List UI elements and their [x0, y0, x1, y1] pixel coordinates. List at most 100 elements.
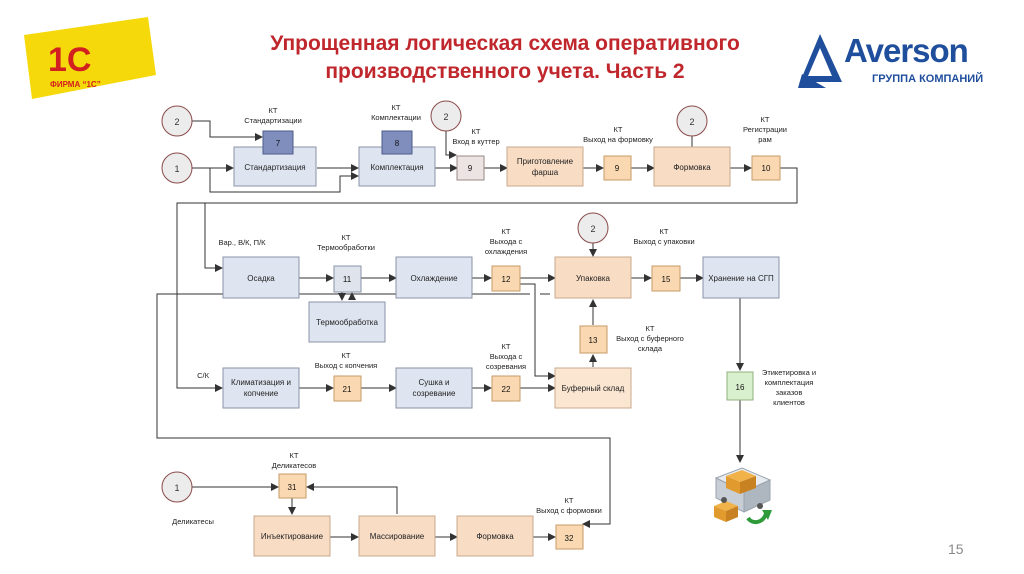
circle-label: 2 [590, 224, 595, 234]
circle-label: 2 [689, 117, 694, 127]
circle-label: 1 [174, 483, 179, 493]
checkpoint-number: 7 [276, 139, 281, 148]
connector [445, 131, 457, 159]
logo-averson: Averson ГРУППА КОМПАНИЙ [796, 32, 1006, 92]
checkpoint-number: 21 [343, 385, 352, 394]
title-line-1: Упрощенная логическая схема оперативного [270, 32, 740, 55]
label-kt: КТ [614, 125, 623, 134]
label-kt: КТ [342, 351, 351, 360]
delivery-truck-icon [714, 467, 772, 525]
process-label: Сушка и [418, 378, 449, 387]
checkpoint-10: 10 [751, 155, 781, 181]
label-kt-16: комплектация [765, 378, 814, 387]
label-kt-15: Выход с упаковки [633, 237, 694, 246]
connector [520, 283, 556, 380]
checkpoint-number: 22 [502, 385, 511, 394]
process-injection: Инъектирование [253, 515, 331, 557]
process-label: Массирование [370, 532, 425, 541]
checkpoint-9-forming: 9 [603, 155, 632, 181]
label-kt-13: Выход с буферного [616, 334, 684, 343]
label-kt: КТ [660, 227, 669, 236]
averson-subtitle: ГРУППА КОМПАНИЙ [872, 73, 984, 85]
logo-1c: 1С ФИРМА “1С” [20, 15, 160, 105]
label-branch-delicacies: Деликатесы [172, 517, 214, 526]
source-circle-2-forming: 2 [676, 105, 708, 137]
label-kt-7: Стандартизации [244, 116, 302, 125]
checkpoint-number: 10 [762, 164, 771, 173]
label-kt-10: Регистрации [743, 125, 787, 134]
checkpoint-11: 11 [333, 265, 362, 293]
label-kt-32: Выход с формовки [536, 506, 602, 515]
process-label: Инъектирование [261, 532, 324, 541]
process-label: Буферный склад [562, 384, 625, 393]
label-branch-sk: С/К [197, 371, 210, 380]
checkpoint-number: 9 [468, 164, 473, 173]
checkpoint-15: 15 [651, 265, 681, 292]
checkpoint-22: 22 [491, 375, 521, 402]
process-label: Осадка [247, 274, 275, 283]
logo-1c-badge [24, 17, 156, 99]
checkpoint-number: 12 [502, 275, 511, 284]
process-label: Приготовление [517, 157, 574, 166]
labels: КТ Стандартизации КТ Комплектации КТ Вхо… [172, 103, 816, 526]
process-forming-top: Формовка [653, 146, 731, 187]
label-kt-8: Комплектации [371, 113, 421, 122]
checkpoint-9-cutter: 9 [456, 155, 485, 181]
connectors [156, 120, 798, 541]
process-forming-delicacies: Формовка [456, 515, 534, 557]
label-kt: КТ [392, 103, 401, 112]
label-kt-31: Деликатесов [272, 461, 317, 470]
process-storage: Хранение на СГП [702, 256, 780, 299]
label-kt-16: клиентов [773, 398, 805, 407]
checkpoint-32: 32 [555, 524, 584, 550]
source-circles: 2 1 2 2 2 1 [161, 100, 708, 503]
checkpoint-number: 32 [565, 534, 574, 543]
checkpoint-12: 12 [491, 265, 521, 292]
circle-label: 2 [174, 117, 179, 127]
connector [204, 203, 223, 272]
checkpoint-21: 21 [333, 375, 362, 402]
connector [176, 167, 798, 392]
process-label: Формовка [673, 163, 711, 172]
process-label: Термообработка [316, 318, 378, 327]
process-label: Комплектация [370, 163, 423, 172]
label-kt: КТ [342, 233, 351, 242]
averson-name: Averson [844, 32, 969, 69]
label-kt-21: Выход с копчения [315, 361, 377, 370]
process-cooling: Охлаждение [395, 256, 473, 299]
label-kt-12: Выхода с [490, 237, 523, 246]
label-kt: КТ [269, 106, 278, 115]
label-kt: КТ [472, 127, 481, 136]
label-kt-13-warehouse: склада [638, 344, 663, 353]
process-climatization-smoking: Климатизация и копчение [222, 367, 300, 409]
label-kt-11: Термообработки [317, 243, 375, 252]
process-label: Климатизация и [231, 378, 291, 387]
process-heat-treatment: Термообработка [308, 301, 386, 343]
label-kt-22-maturation: созревания [486, 362, 526, 371]
checkpoint-16: 16 [726, 371, 754, 401]
checkpoint-number: 31 [288, 483, 297, 492]
circle-label: 1 [174, 164, 179, 174]
logo-1c-graphic: 1С ФИРМА “1С” [24, 17, 156, 99]
averson-emblem-icon [798, 34, 842, 88]
connector [156, 293, 611, 524]
connector [306, 483, 398, 514]
label-kt-10-rams: рам [758, 135, 772, 144]
checkpoint-number: 9 [615, 164, 620, 173]
checkpoint-number: 8 [395, 139, 400, 148]
process-label: созревание [413, 389, 457, 398]
label-kt: КТ [502, 227, 511, 236]
label-kt-16: заказов [776, 388, 803, 397]
process-label: Упаковка [576, 274, 610, 283]
process-packing: Упаковка [554, 256, 632, 299]
process-minced-preparation: Приготовление фарша [506, 146, 584, 187]
process-boxes: Стандартизация Комплектация Приготовлени… [222, 146, 780, 557]
connector [209, 168, 359, 193]
label-kt-12-cooling: охлаждения [485, 247, 527, 256]
logo-1c-caption: ФИРМА “1С” [50, 80, 101, 89]
label-kt: КТ [646, 324, 655, 333]
process-label: Формовка [476, 532, 514, 541]
logo-1c-mark: 1С [48, 41, 91, 79]
label-kt: КТ [290, 451, 299, 460]
